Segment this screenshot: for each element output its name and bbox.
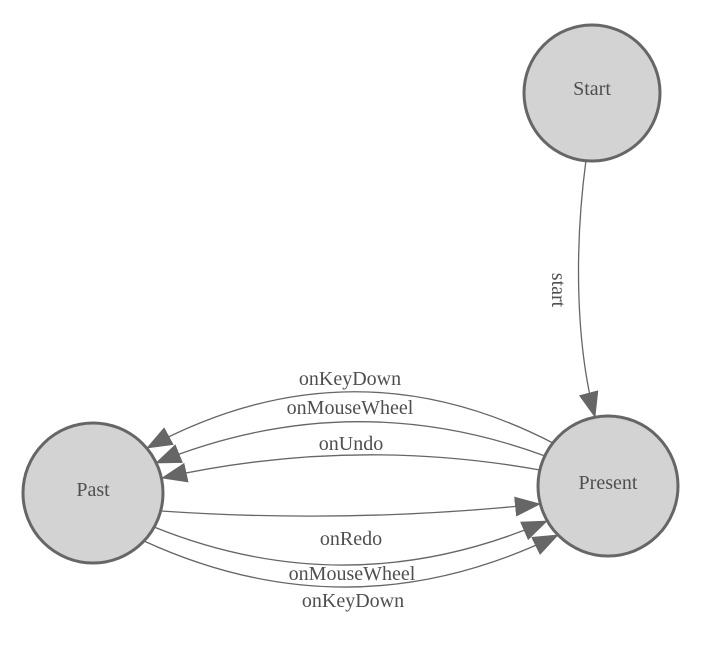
edge-past-to-present-onredo: [160, 496, 541, 517]
edge-present-to-past-onkeydown: [146, 391, 554, 449]
edge-present-to-past-onundo: [161, 454, 541, 483]
edge-present-to-past-onmousewheel: [155, 421, 546, 464]
edge-label-onundo: onUndo: [319, 433, 383, 455]
node-present-label: Present: [579, 472, 638, 494]
edge-label-start: start: [547, 273, 569, 308]
node-past: Past: [21, 421, 165, 565]
edge-start-to-present: [577, 159, 599, 418]
node-present: Present: [536, 414, 680, 558]
edge-label-onmousewheel-lower: onMouseWheel: [289, 563, 416, 585]
node-start-circle: [522, 23, 662, 163]
node-start-label: Start: [573, 78, 611, 100]
edge-label-onkeydown-lower: onKeyDown: [302, 590, 404, 612]
node-past-label: Past: [76, 479, 110, 501]
edge-label-onmousewheel-upper: onMouseWheel: [287, 397, 414, 419]
edge-label-onredo: onRedo: [320, 528, 382, 550]
node-past-circle: [21, 421, 165, 565]
edge-past-to-present-onkeydown: [143, 534, 559, 588]
node-start: Start: [522, 23, 662, 163]
edge-past-to-present-onmousewheel: [153, 520, 548, 566]
node-present-circle: [536, 414, 680, 558]
edge-label-onkeydown-upper: onKeyDown: [299, 368, 401, 390]
